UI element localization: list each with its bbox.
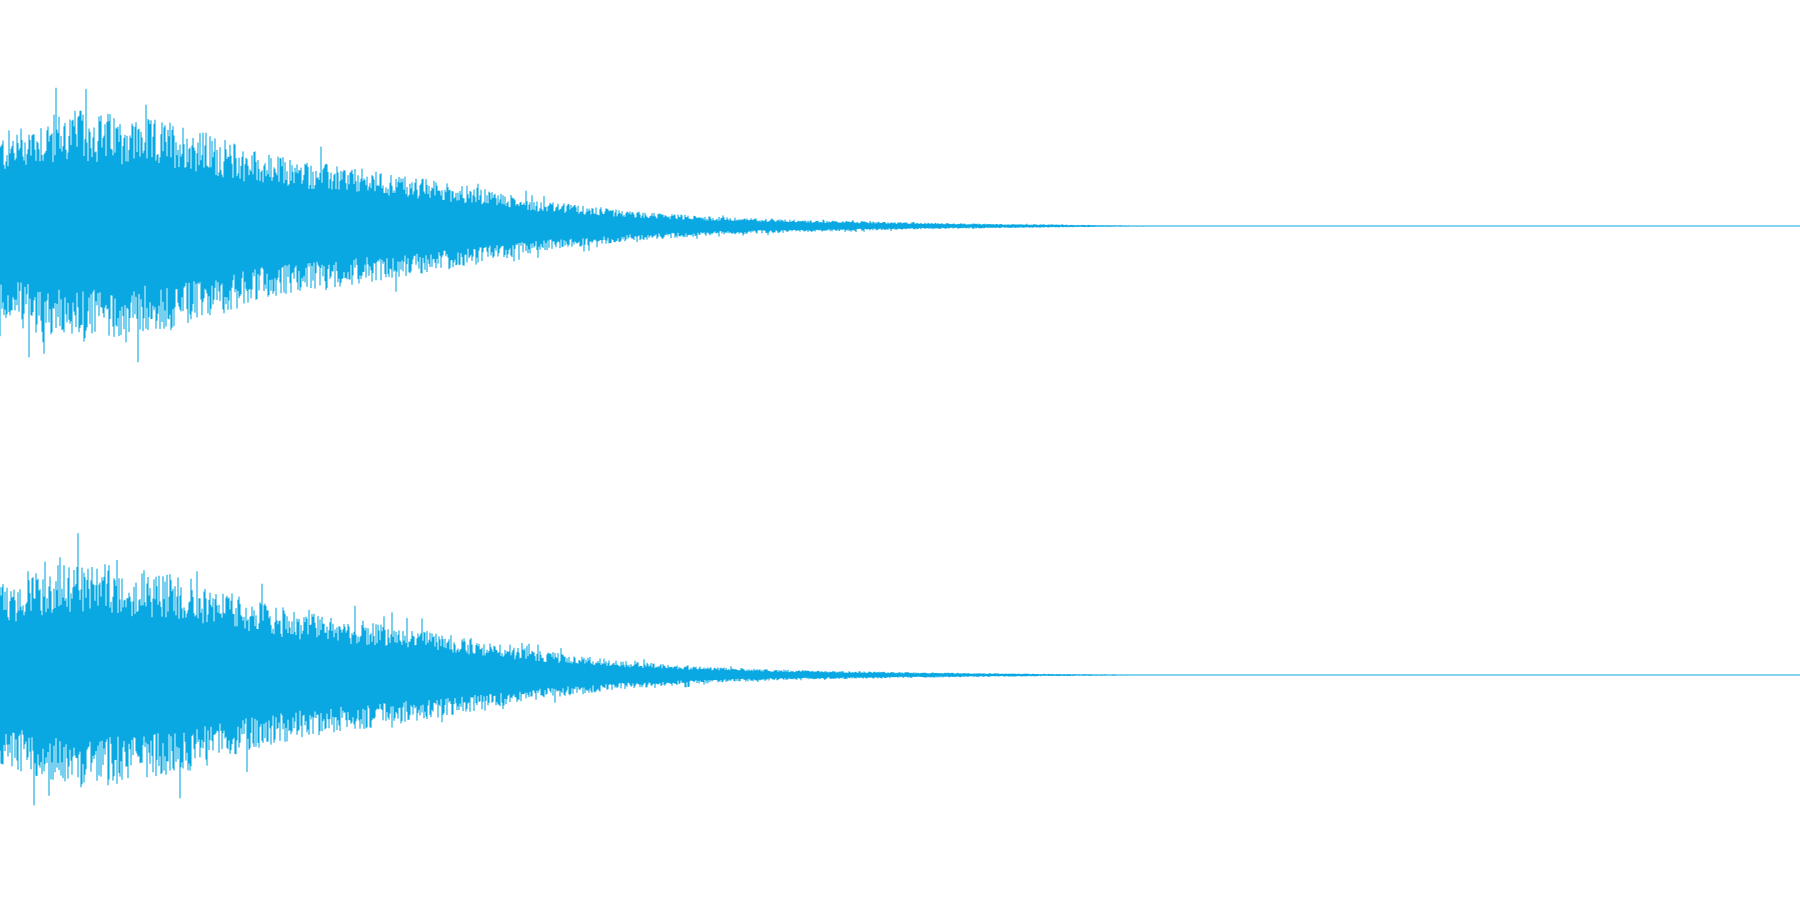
- channel-2-waveform: [0, 533, 1800, 806]
- channel-1-waveform-core: [0, 167, 1055, 285]
- channel-1-waveform: [0, 87, 1800, 363]
- channel-2-waveform-core: [0, 618, 1021, 732]
